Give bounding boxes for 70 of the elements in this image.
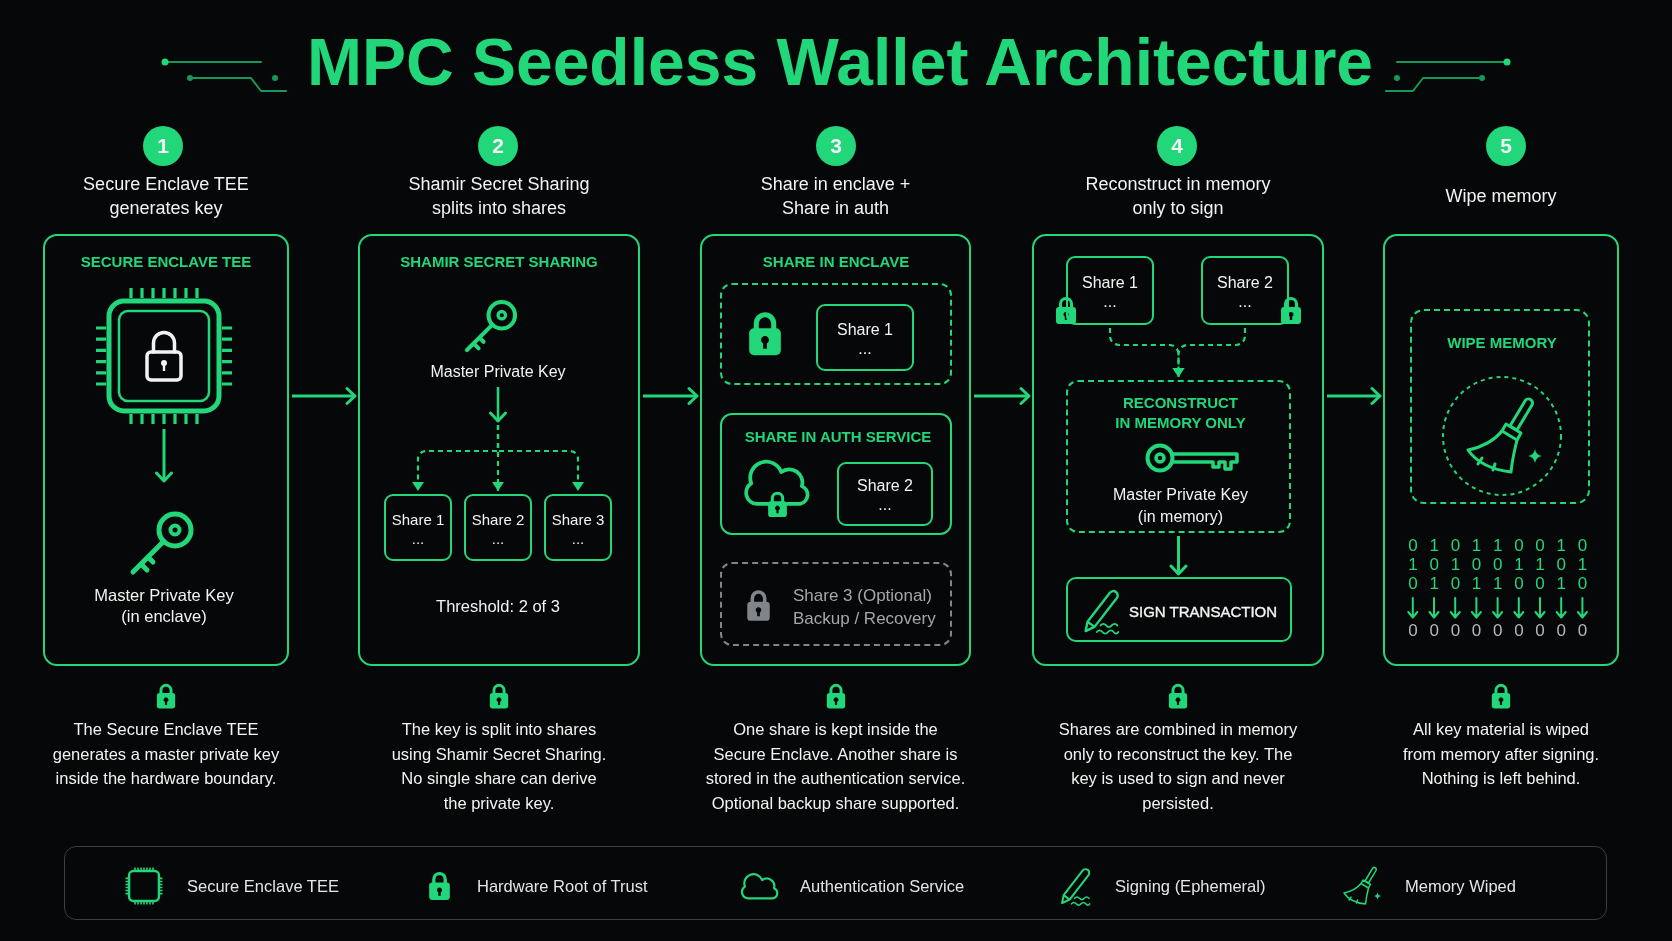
share-box (384, 494, 452, 561)
share-box (544, 494, 612, 561)
legend-label: Secure Enclave TEE (187, 876, 339, 896)
arrow (974, 387, 1031, 405)
arrow (643, 387, 699, 405)
section-heading: RECONSTRUCT IN MEMORY ONLY (1114, 392, 1247, 432)
arrow (1169, 536, 1188, 576)
step-heading: Reconstruct in memory only to sign (1084, 173, 1272, 220)
description-text: The key is split into shares using Shamir Secret Sharing. No single share can derive the private key. (390, 719, 608, 814)
ellipsis-text: ... (1238, 292, 1252, 310)
ellipsis-text: ... (878, 496, 892, 513)
ellipsis-text: ... (571, 529, 585, 547)
share-label: Share 3 (551, 509, 605, 530)
step-number: 1 (143, 126, 183, 166)
share-box (464, 494, 532, 561)
legend-label: Hardware Root of Trust (477, 876, 648, 896)
ellipsis-text: ... (491, 529, 505, 547)
sign-box (1065, 577, 1292, 642)
binary-row: 0 1 0 1 1 0 0 1 0 (1408, 573, 1591, 593)
arrow (155, 429, 173, 483)
step-number: 5 (1486, 126, 1526, 166)
dashed-arrow (496, 387, 584, 491)
ellipsis-text: ... (858, 339, 872, 357)
step-heading: Secure Enclave TEE generates key (82, 173, 250, 220)
wipe-box (1410, 309, 1590, 504)
ellipsis-text: ... (411, 529, 425, 547)
binary-row: 0 1 0 1 1 0 0 1 0 (1408, 535, 1591, 555)
step-heading: Shamir Secret Sharing splits into shares (407, 173, 591, 220)
step-number: 3 (816, 126, 856, 166)
section-heading: SHAMIR SECRET SHARING (400, 252, 598, 272)
step-number: 2 (478, 126, 518, 166)
share-label: Share 2 (471, 509, 525, 530)
section-heading: WIPE MEMORY (1447, 333, 1557, 353)
share-box (1201, 256, 1289, 325)
step-heading: Wipe memory (1445, 185, 1557, 208)
share-box (1066, 256, 1154, 325)
share-label: Share 2 (856, 476, 913, 496)
legend-label: Memory Wiped (1405, 876, 1516, 896)
legend-label: Signing (Ephemeral) (1115, 876, 1266, 896)
ellipsis-text: ... (1103, 292, 1117, 310)
service-box (720, 413, 952, 535)
description-text: The Secure Enclave TEE generates a master private key inside the hardware boundary. (51, 719, 281, 789)
share-label: Share 1 (836, 319, 893, 340)
note-text: Threshold: 2 of 3 (436, 595, 560, 617)
arrow (292, 387, 357, 405)
description-text: All key material is wiped from memory after signing. Nothing is left behind. (1401, 719, 1601, 789)
step-number: 4 (1157, 126, 1197, 166)
arrow (1327, 387, 1382, 405)
description-text: One share is kept inside the Secure Enclave. Another share is stored in the authentication service. Optional backup share supported. (705, 719, 966, 814)
reconstruct-box (1066, 380, 1291, 533)
share-box (816, 304, 914, 371)
binary-row: 0 0 0 0 0 0 0 0 0 (1408, 620, 1591, 640)
node-label: Share 3 (Optional) Backup / Recovery (793, 585, 937, 630)
title: MPC Seedless Wallet Architecture (306, 24, 1374, 100)
description-text: Shares are combined in memory only to reconstruct the key. The key is used to sign and never persisted. (1057, 719, 1299, 814)
section-heading: SHARE IN ENCLAVE (762, 252, 910, 272)
node-label: Master Private Key (in memory) (1111, 485, 1250, 527)
share-box (837, 462, 933, 526)
binary-row: 1 0 1 0 0 1 1 0 1 (1408, 554, 1591, 574)
section-heading: SECURE ENCLAVE TEE (80, 252, 252, 272)
share-label: Share 2 (1216, 272, 1273, 293)
optional-box (720, 562, 952, 646)
section-heading: SHARE IN AUTH SERVICE (744, 427, 932, 447)
share-label: Share 1 (1081, 272, 1138, 293)
node-label: Master Private Key (430, 362, 566, 382)
node-label: Master Private Key (in enclave) (93, 585, 235, 627)
node-label: SIGN TRANSACTION (1129, 601, 1278, 622)
step-heading: Share in enclave + Share in auth (759, 173, 912, 220)
legend-label: Authentication Service (800, 876, 965, 896)
share-label: Share 1 (391, 509, 445, 530)
